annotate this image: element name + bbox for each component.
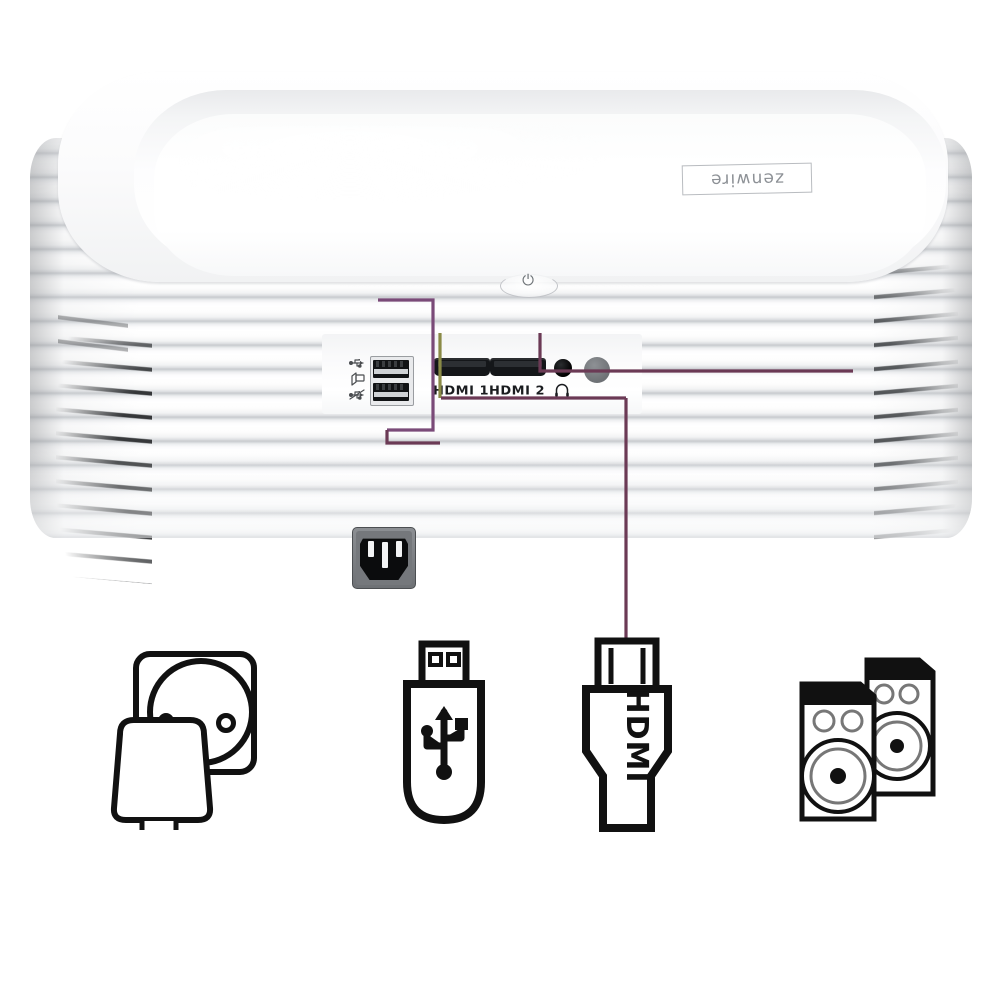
vent-left (56, 325, 152, 585)
ac-power-inlet[interactable] (352, 527, 416, 589)
wall-socket-plug-icon (108, 640, 278, 830)
usb-connector-hole-left (428, 652, 443, 667)
usb-trident-symbol (421, 706, 468, 780)
hdmi-body (582, 685, 672, 832)
plug-cable-boot (139, 821, 179, 830)
hdmi-port-1[interactable] (434, 358, 490, 376)
usb-port-1[interactable] (373, 360, 409, 378)
usb-icon (349, 359, 364, 368)
audio-jack-port[interactable] (554, 359, 572, 377)
usb-port-stack[interactable] (370, 356, 414, 406)
power-icon: ⏻ (522, 271, 534, 289)
hdmi-port-2[interactable] (490, 358, 546, 376)
brand-logo-text: zenwire (709, 168, 785, 190)
hdmi-tip (594, 637, 660, 693)
hdmi-label: HDMI (619, 688, 654, 783)
ac-inlet-inner (356, 531, 412, 585)
usb-flash-drive-icon (398, 638, 494, 828)
usb-connector-hole-right (446, 652, 461, 667)
speakers-icon (796, 636, 942, 826)
hdmi-port-1-label: HDMI 1 (433, 384, 490, 399)
port-pictograms (348, 356, 368, 404)
display-icon (351, 372, 365, 386)
hdmi-connector-icon: HDMI (578, 636, 678, 832)
projector-lid-highlight (178, 126, 608, 200)
speaker-front (799, 681, 877, 822)
vent-right (874, 254, 958, 552)
power-button-ring (500, 274, 558, 298)
usb-icon (349, 389, 365, 400)
power-button[interactable]: ⏻ (500, 268, 558, 298)
headphone-icon (553, 382, 571, 398)
brand-logo: zenwire (681, 162, 813, 196)
ac-inlet-pin-right (396, 541, 402, 557)
hdmi-port-2-label: HDMI 2 (489, 384, 546, 399)
ir-sensor (584, 357, 610, 383)
plug-body (110, 717, 214, 823)
usb-port-2[interactable] (373, 383, 409, 401)
ac-inlet-pin-center (382, 542, 388, 568)
socket-hole-right (216, 713, 236, 733)
projector-device: zenwire ⏻ (22, 72, 980, 589)
projector-top-lid (58, 72, 948, 282)
ac-inlet-pin-left (368, 541, 374, 557)
